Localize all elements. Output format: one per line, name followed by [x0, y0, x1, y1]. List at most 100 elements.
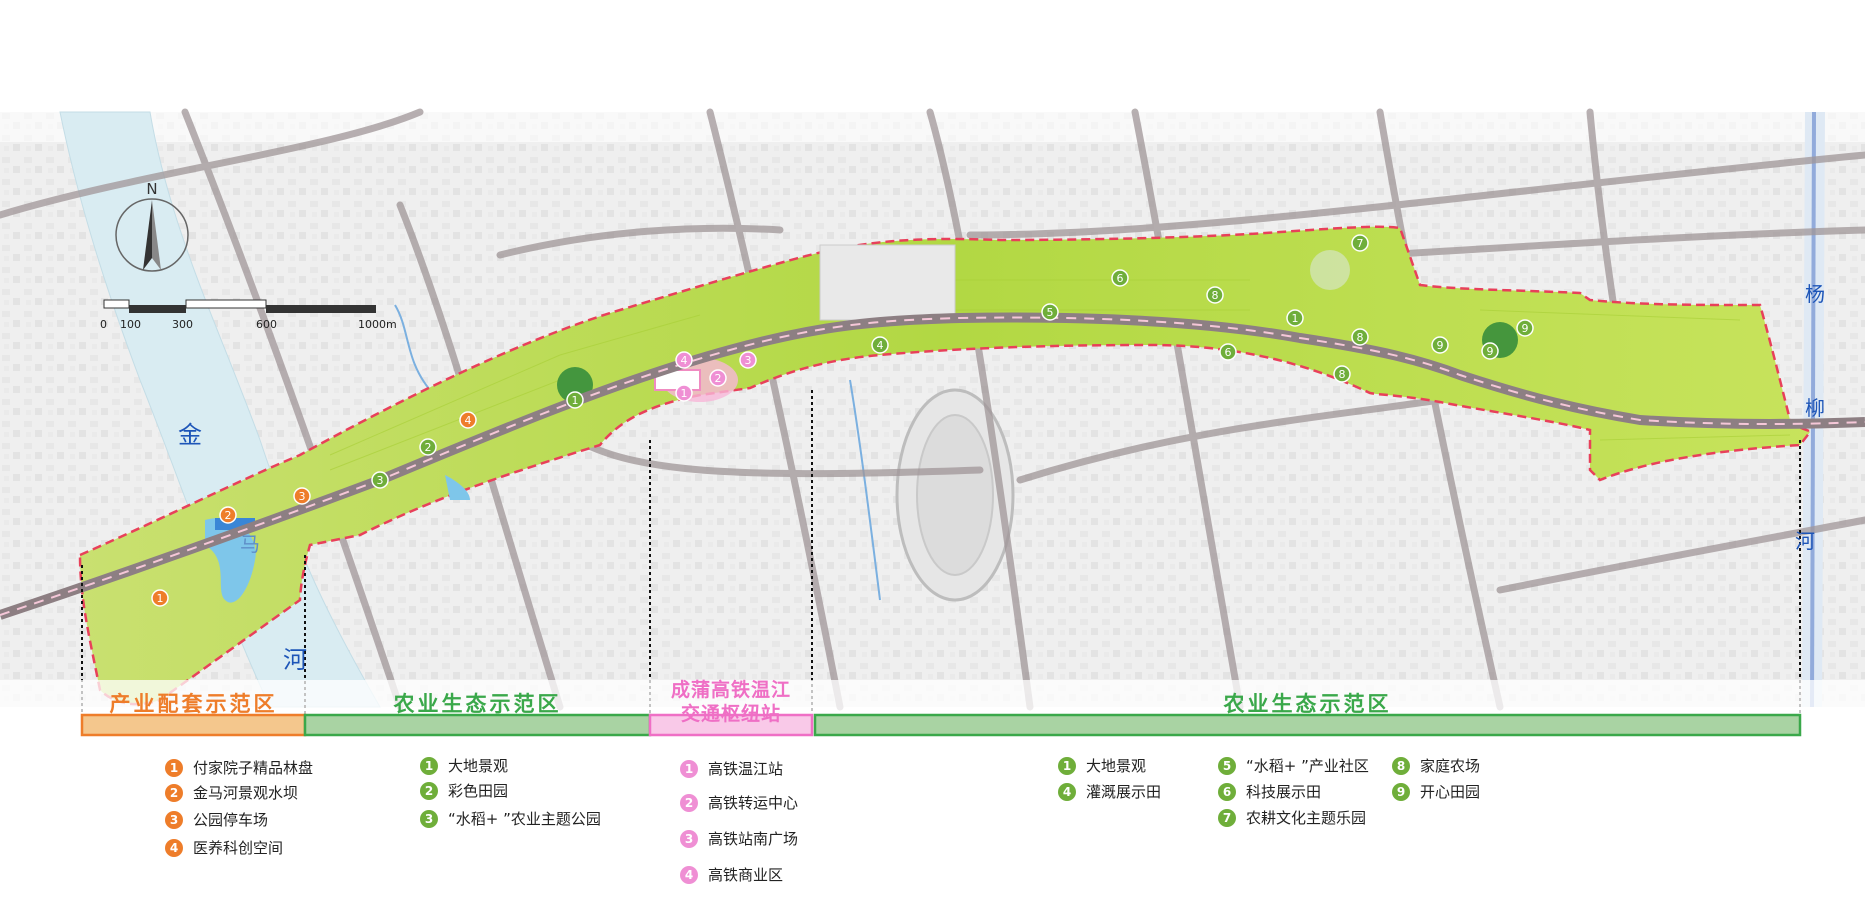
map-marker-green-left: 2: [419, 438, 437, 456]
map-marker-number: 4: [877, 339, 884, 352]
legend-item: 5 “水稻+ ”产业社区: [1218, 755, 1369, 776]
legend-item: 4 灌溉展示田: [1058, 781, 1161, 802]
map-marker-number: 9: [1437, 339, 1444, 352]
map-marker-number: 2: [715, 372, 722, 385]
zone-bars: [0, 680, 1865, 737]
legend-item: 3“水稻+ ”农业主题公园: [420, 808, 601, 829]
map-marker-number: 1: [572, 394, 579, 407]
legend-badge: 4: [165, 838, 183, 857]
map-marker-number: 4: [681, 354, 688, 367]
legend-badge: 1: [165, 758, 183, 777]
legend-item: 1 高铁温江站: [680, 758, 783, 779]
river-label-liu: 柳: [1805, 396, 1825, 420]
map-marker-green-right: 6: [1111, 269, 1129, 287]
map-marker-orange: 3: [293, 487, 311, 505]
scale-label-600: 600: [256, 318, 277, 331]
zone-title-station-line2: 交通枢纽站: [680, 703, 781, 725]
legend-item: 4 医养科创空间: [165, 837, 283, 858]
river-label-he: 河: [283, 646, 307, 674]
legend-badge: 8: [1392, 756, 1410, 775]
yangliu-river: [1802, 111, 1825, 708]
zone-title-industry: 产业配套示范区: [109, 692, 278, 716]
legend-label: 高铁温江站: [708, 760, 784, 778]
map-marker-number: 8: [1212, 289, 1219, 302]
scale-label-100: 100: [120, 318, 141, 331]
legend-item: 9 开心田园: [1392, 781, 1480, 802]
map-marker-number: 6: [1225, 346, 1232, 359]
legend-label: 灌溉展示田: [1086, 783, 1162, 801]
legend-label: 公园停车场: [193, 811, 269, 829]
map-marker-green-left: 1: [566, 391, 584, 409]
legend-badge: 6: [1218, 782, 1236, 801]
map-marker-number: 1: [157, 592, 164, 605]
map-marker-pink: 2: [709, 369, 727, 387]
zone-title-agri-right: 农业生态示范区: [1223, 692, 1392, 716]
legend-badge: 5: [1218, 756, 1236, 775]
map-marker-green-right: 1: [1286, 309, 1304, 327]
map-marker-number: 8: [1339, 368, 1346, 381]
map-marker-green-right: 9: [1481, 342, 1499, 360]
map-marker-orange: 2: [219, 506, 237, 524]
legend-badge: 3: [420, 809, 438, 828]
map-marker-green-right: 9: [1516, 319, 1534, 337]
zone-title-station-line1: 成蒲高铁温江: [670, 679, 791, 701]
river-label-he2: 河: [1795, 529, 1815, 553]
north-compass: N: [115, 180, 189, 272]
legend-label: 付家院子精品林盘: [193, 759, 314, 777]
north-label: N: [146, 180, 157, 198]
legend-badge: 3: [680, 829, 698, 848]
river-label-yang: 杨: [1805, 282, 1825, 306]
legend-badge: 2: [680, 793, 698, 812]
scale-label-0: 0: [100, 318, 107, 331]
legend-item: 7 农耕文化主题乐园: [1218, 807, 1366, 828]
legend-badge: 7: [1218, 808, 1236, 827]
map-marker-number: 3: [745, 354, 752, 367]
map-marker-green-right: 4: [871, 336, 889, 354]
map-marker-number: 2: [425, 441, 432, 454]
map-marker-green-right: 5: [1041, 303, 1059, 321]
map-marker-pink: 1: [675, 384, 693, 402]
legend-label: 科技展示田: [1246, 783, 1322, 801]
map-marker-number: 1: [681, 387, 688, 400]
legend-item: 3 公园停车场: [165, 809, 268, 830]
map-marker-number: 6: [1117, 272, 1124, 285]
map-marker-pink: 4: [675, 351, 693, 369]
map-marker-green-right: 8: [1351, 328, 1369, 346]
map-marker-orange: 1: [151, 589, 169, 607]
map-marker-number: 3: [377, 474, 384, 487]
legend-label: 医养科创空间: [193, 839, 284, 857]
legend-label: 彩色田园: [448, 782, 509, 800]
scale-label-1000m: 1000m: [358, 318, 397, 331]
map-marker-number: 2: [225, 509, 232, 522]
map-marker-number: 7: [1357, 237, 1364, 250]
map-marker-green-right: 8: [1206, 286, 1224, 304]
legend-badge: 1: [1058, 756, 1076, 775]
scale-bar: [103, 299, 376, 313]
map-marker-green-right: 7: [1351, 234, 1369, 252]
legend-badge: 4: [1058, 782, 1076, 801]
legend-label: “水稻+ ”产业社区: [1246, 757, 1369, 775]
legend-label: 开心田园: [1420, 783, 1481, 801]
legend-badge: 9: [1392, 782, 1410, 801]
map-marker-pink: 3: [739, 351, 757, 369]
legend-badge: 3: [165, 810, 183, 829]
legend-label: 金马河景观水坝: [193, 784, 299, 802]
map-marker-green-right: 8: [1333, 365, 1351, 383]
map-marker-number: 9: [1522, 322, 1529, 335]
scale-label-300: 300: [172, 318, 193, 331]
map-marker-orange: 4: [459, 411, 477, 429]
racetrack: [895, 388, 1015, 602]
legend-badge: 1: [680, 759, 698, 778]
river-label-ma: 马: [240, 532, 260, 556]
zone-title-station: 成蒲高铁温江 交通枢纽站: [650, 678, 812, 726]
map-marker-number: 8: [1357, 331, 1364, 344]
map-marker-number: 9: [1487, 345, 1494, 358]
legend-label: 农耕文化主题乐园: [1246, 809, 1367, 827]
